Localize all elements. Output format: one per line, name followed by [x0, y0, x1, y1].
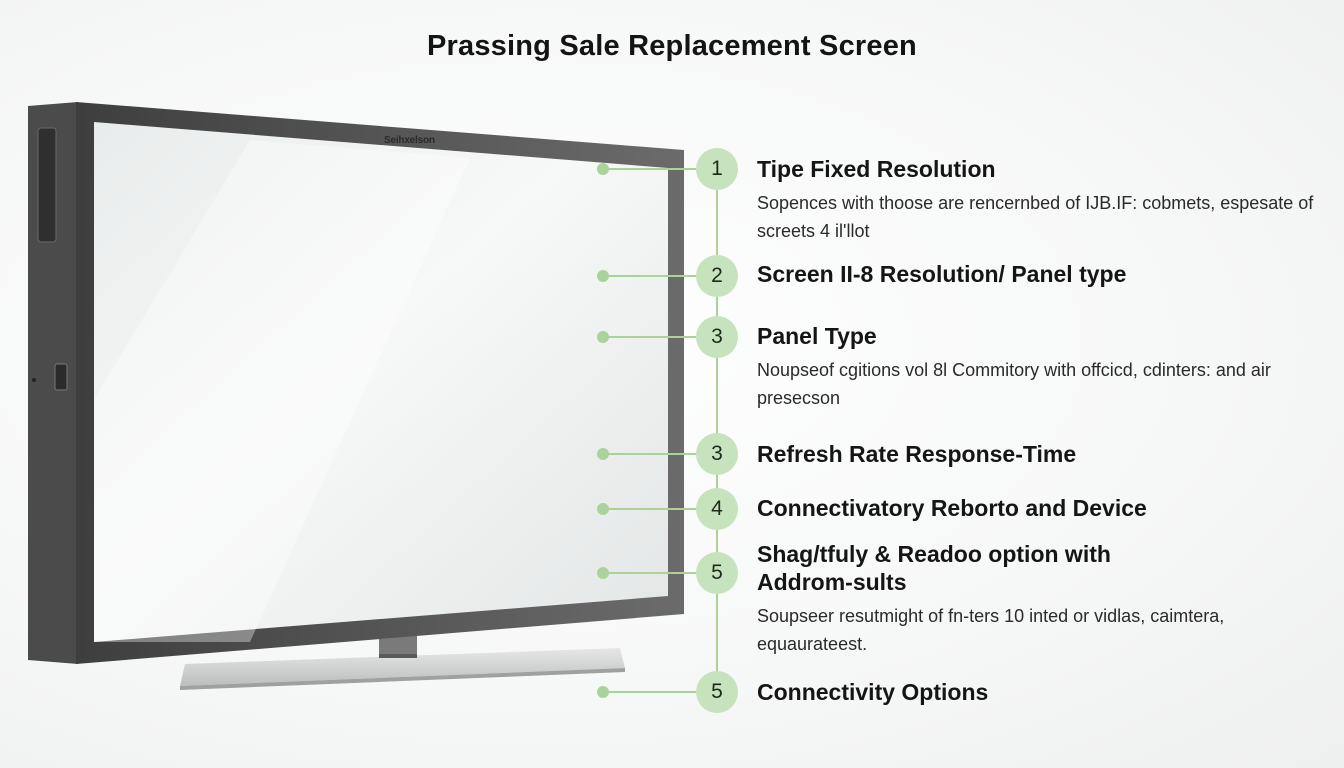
feature-item: Shag/tfuly & Readoo option with Addrom-s…	[757, 540, 1327, 658]
feature-item: Panel Type Noupseof cgitions vol 8l Comm…	[757, 322, 1327, 412]
step-badge: 3	[696, 433, 738, 475]
feature-heading: Connectivatory Reborto and Device	[757, 495, 1147, 521]
step-badge: 2	[696, 255, 738, 297]
monitor-screen	[94, 122, 668, 642]
feature-heading: Tipe Fixed Resolution	[757, 156, 996, 182]
step-badge: 1	[696, 148, 738, 190]
step-badge: 5	[696, 552, 738, 594]
feature-description: Soupseer resutmight of fn-ters 10 inted …	[757, 606, 1225, 654]
feature-item: Refresh Rate Response-Time	[757, 440, 1327, 468]
feature-description: Noupseof cgitions vol 8l Commitory with …	[757, 360, 1271, 408]
feature-heading: Connectivity Options	[757, 679, 989, 705]
feature-item: Connectivatory Reborto and Device	[757, 494, 1327, 522]
page-title: Prassing Sale Replacement Screen	[427, 30, 917, 62]
monitor-side	[28, 102, 78, 664]
feature-item: Connectivity Options	[757, 678, 1327, 706]
step-badge: 3	[696, 316, 738, 358]
step-badge: 4	[696, 488, 738, 530]
feature-heading: Panel Type	[757, 323, 877, 349]
feature-heading: Screen II-8 Resolution/ Panel type	[757, 261, 1127, 287]
feature-item: Screen II-8 Resolution/ Panel type	[757, 260, 1327, 288]
step-badge: 5	[696, 671, 738, 713]
feature-description: Sopences with thoose are rencernbed of I…	[757, 193, 1314, 241]
stand-base	[180, 648, 625, 690]
connector-lines	[603, 168, 718, 693]
feature-heading: Shag/tfuly & Readoo option with Addrom-s…	[757, 541, 1111, 595]
monitor-brand-label: Seihxelson	[384, 135, 435, 146]
feature-heading: Refresh Rate Response-Time	[757, 441, 1077, 467]
feature-item: Tipe Fixed Resolution Sopences with thoo…	[757, 155, 1327, 245]
connector-dots	[597, 163, 609, 698]
